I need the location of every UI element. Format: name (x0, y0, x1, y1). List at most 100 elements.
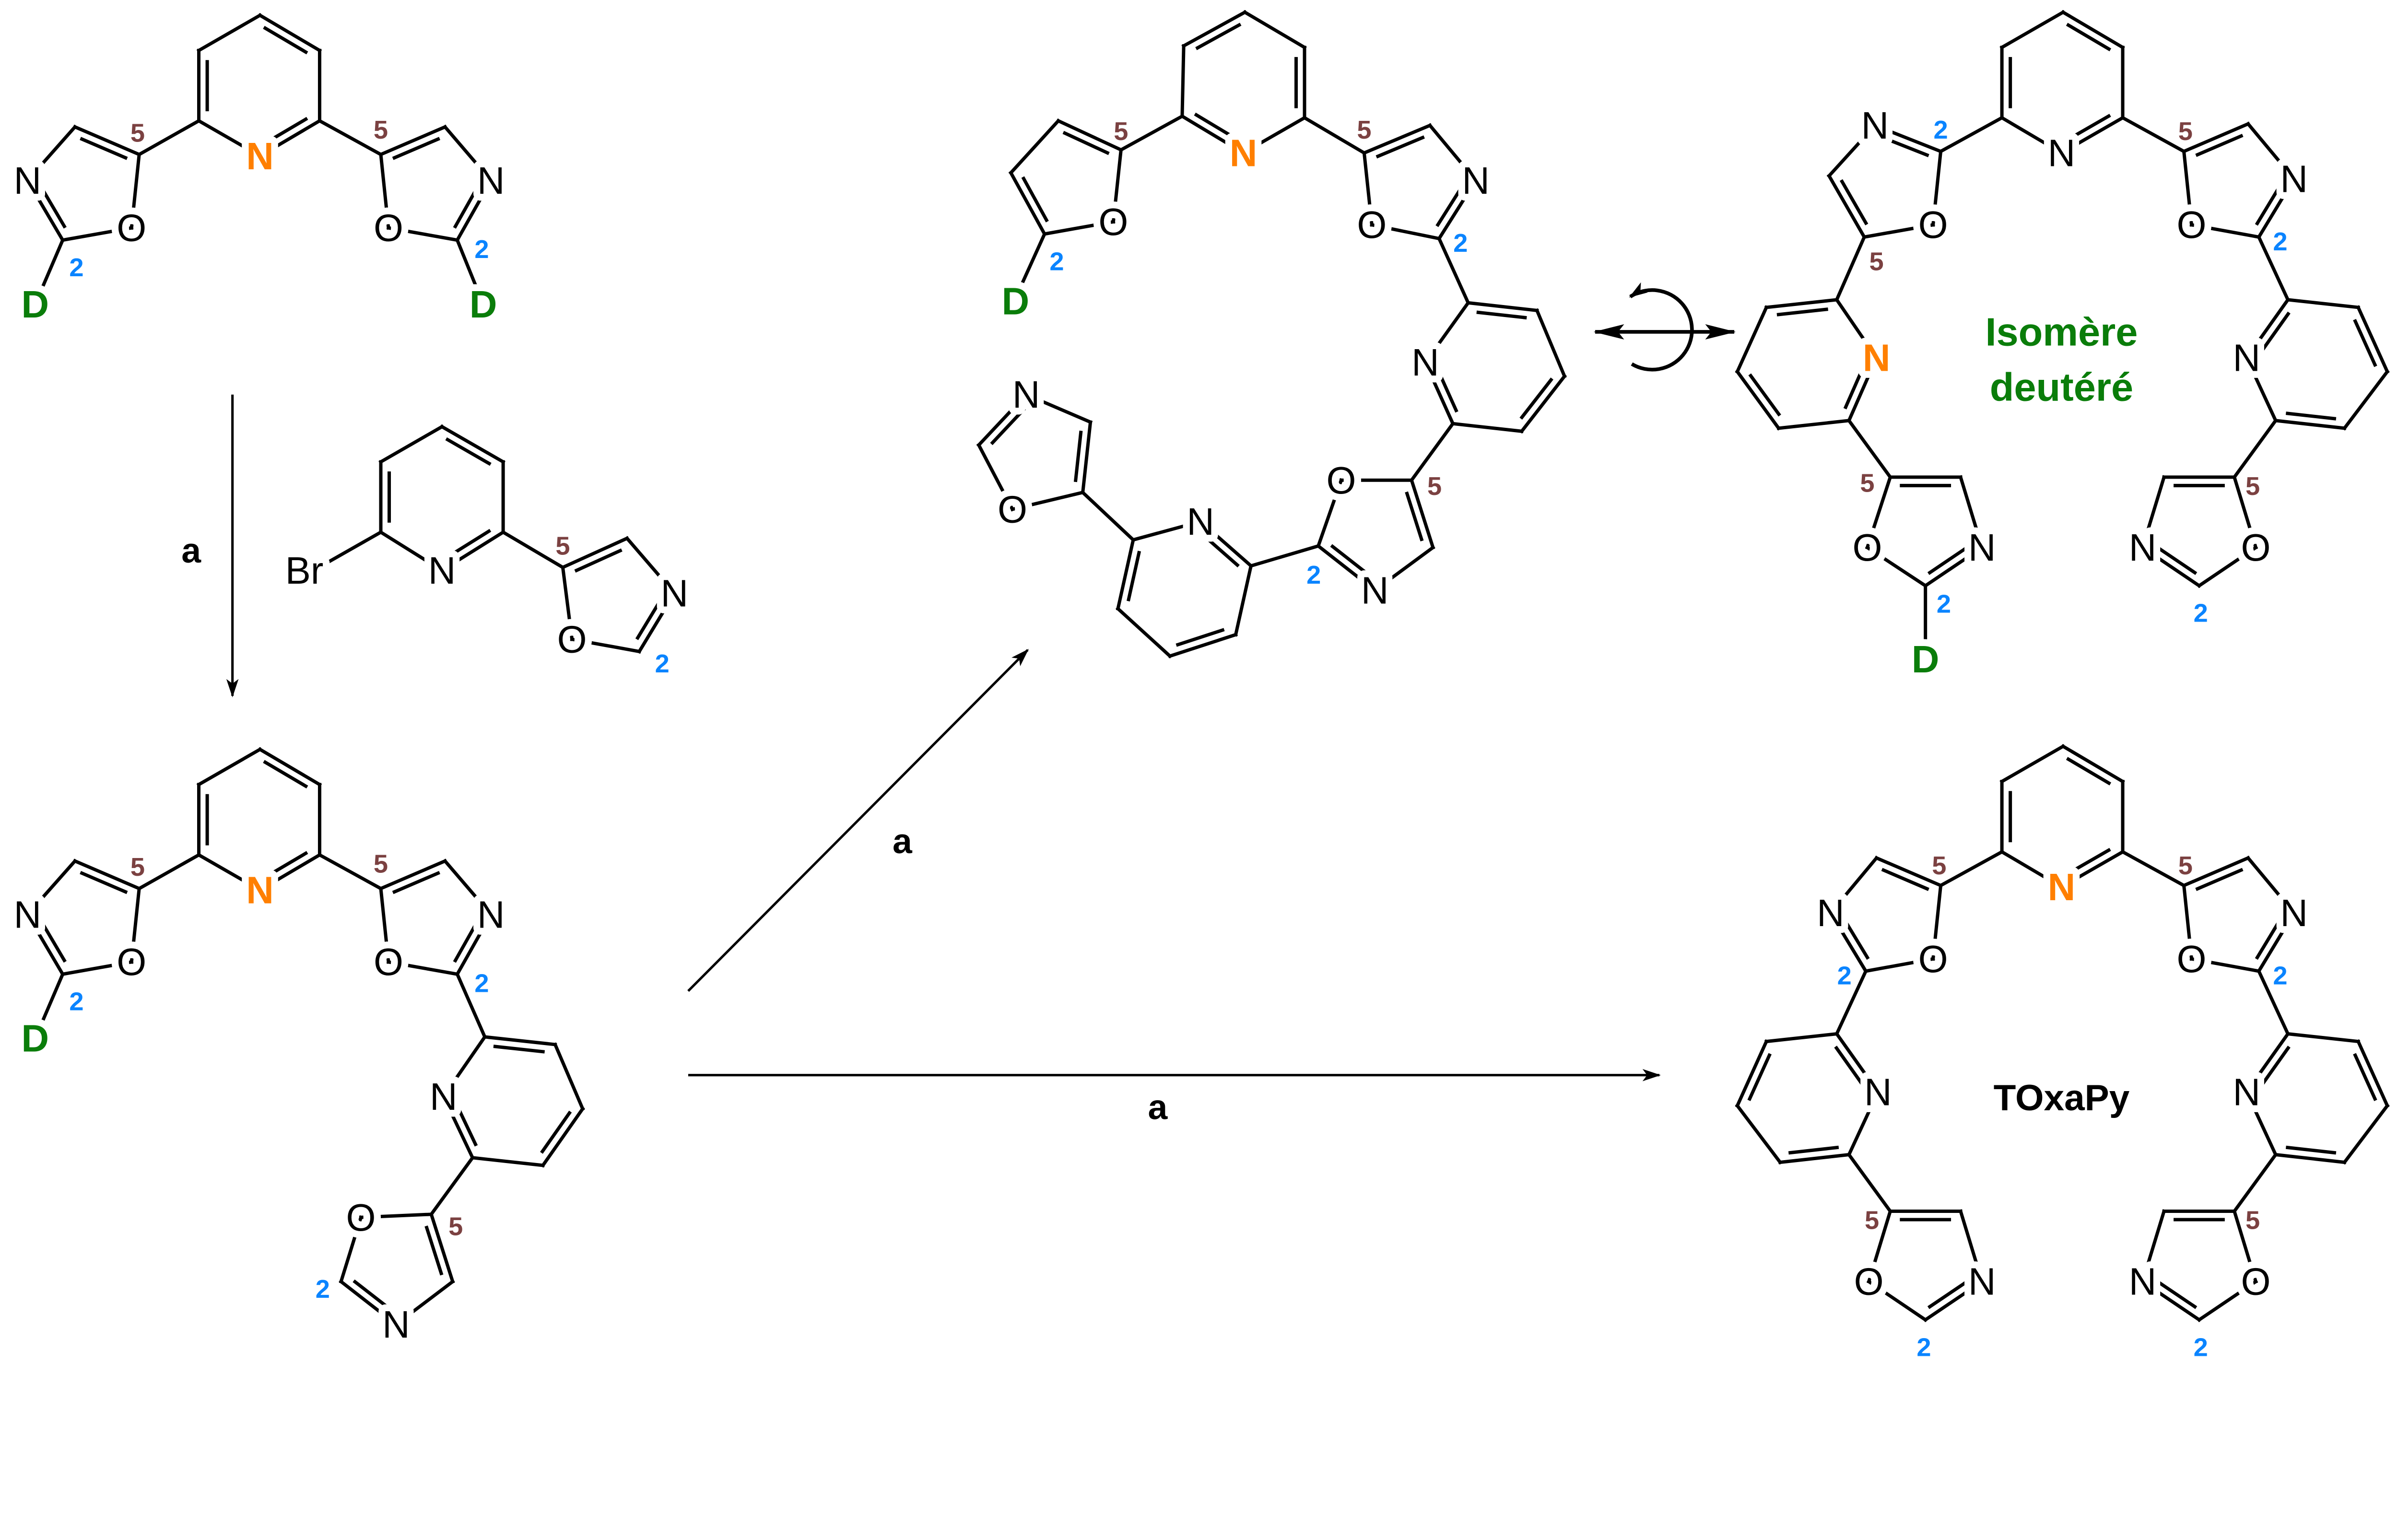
bond (442, 124, 494, 183)
bond (1081, 420, 1093, 494)
bond (1435, 183, 1465, 227)
bond (339, 1279, 399, 1327)
position-5-label: 5 (374, 116, 388, 144)
bond (1834, 969, 1868, 1036)
oxazole-ring (1828, 855, 1943, 974)
bond (379, 886, 390, 964)
bond (2286, 298, 2360, 309)
bond (2245, 121, 2297, 182)
bond (1519, 377, 1553, 420)
pyridine-ring (1735, 1031, 1881, 1165)
bond (2356, 305, 2390, 374)
nitrogen-atom: N (1817, 892, 1845, 934)
bond (1362, 151, 1374, 227)
bond (1958, 1209, 1985, 1284)
reaction-arrow-diagonal (687, 648, 1029, 992)
bond (1409, 421, 1456, 483)
bond (2197, 1279, 2258, 1322)
bond (339, 1215, 363, 1284)
bond (1872, 123, 1943, 154)
bond (1846, 1090, 1881, 1157)
bond (1375, 135, 1425, 159)
bond (311, 529, 383, 573)
bond (2120, 115, 2186, 154)
oxazole-ring (1866, 1209, 1985, 1322)
nitrogen-atom: N (14, 159, 42, 202)
bond (624, 536, 677, 596)
nitrogen-atom: N (1411, 341, 1439, 384)
bond (386, 960, 459, 976)
bond (2140, 545, 2202, 588)
nitrogen-atom: N (2280, 158, 2308, 200)
bond (429, 1212, 455, 1284)
oxygen-atom: O (1852, 526, 1882, 569)
bond (1867, 1209, 1893, 1284)
bond (359, 1212, 433, 1219)
nitrogen-atom: N (428, 549, 456, 592)
oxygen-atom: O (998, 488, 1027, 530)
bond (137, 118, 201, 157)
pyridine-ring (2244, 1031, 2390, 1165)
bond (196, 852, 262, 893)
bond (33, 972, 65, 1041)
pyridine-ring (2244, 297, 2390, 431)
bond (1866, 1279, 1928, 1322)
bond (1880, 135, 1929, 157)
bond (1519, 374, 1567, 434)
position-5-label: 5 (1869, 247, 1884, 276)
bond (635, 596, 664, 640)
bond (392, 870, 441, 894)
bond (1241, 115, 1307, 155)
bond (1865, 475, 1893, 550)
bond (1927, 544, 1971, 575)
bond (353, 1279, 395, 1314)
bond (990, 406, 1027, 446)
nitrogen-atom: N (2129, 1260, 2157, 1303)
nitrogen-atom: N (1864, 1070, 1892, 1113)
bond (1826, 123, 1878, 178)
bond (1056, 118, 1124, 153)
bond (2244, 1031, 2291, 1094)
oxazole-ring (2140, 475, 2258, 588)
bond (2232, 1209, 2258, 1284)
bond (1862, 223, 1935, 239)
nitrogen-atom: N (477, 893, 505, 936)
bond (439, 424, 505, 464)
bond (424, 1225, 444, 1276)
bond (1021, 176, 1049, 223)
bond (263, 851, 308, 880)
central-nitrogen-atom: N (246, 869, 274, 911)
oxygen-atom: O (557, 618, 587, 660)
oxygen-atom: O (346, 1196, 376, 1239)
bond (1435, 366, 1458, 413)
bond (2065, 114, 2111, 142)
bond (2181, 856, 2251, 888)
bond (1923, 545, 1985, 588)
bond (25, 124, 78, 183)
bond (429, 1155, 475, 1217)
nitrogen-atom: N (2233, 337, 2261, 379)
bond (1999, 115, 2064, 155)
bond (1938, 849, 2004, 888)
nitrogen-atom: N (430, 1075, 458, 1118)
bond (2060, 744, 2125, 784)
bond (2232, 475, 2258, 550)
oxygen-atom: O (1918, 938, 1948, 980)
bond (501, 529, 565, 570)
bond (1864, 957, 1935, 973)
bond (2140, 475, 2166, 550)
nitrogen-atom: N (2233, 1070, 2261, 1113)
bond (453, 183, 481, 229)
bond (196, 118, 262, 159)
bond (1405, 491, 1424, 541)
central-nitrogen-atom: N (1863, 337, 1891, 379)
bond (38, 917, 67, 963)
oxygen-atom: O (1357, 203, 1387, 246)
bond (1080, 490, 1136, 542)
isomer-label-line1: Isomère (1985, 309, 2138, 354)
bond (1865, 545, 1928, 588)
deuterium-atom: D (1002, 280, 1030, 323)
nitrogen-atom: N (14, 893, 42, 936)
bond (1923, 1279, 1985, 1322)
